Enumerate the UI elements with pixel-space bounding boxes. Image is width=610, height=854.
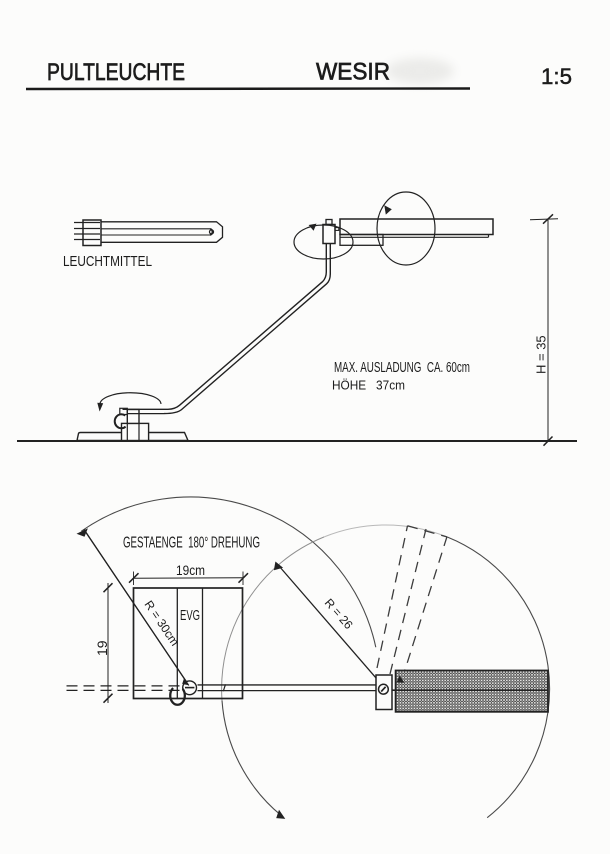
- svg-text:WESIR: WESIR: [316, 59, 390, 86]
- svg-text:HÖHE 37cm: HÖHE 37cm: [332, 379, 405, 393]
- svg-text:LEUCHTMITTEL: LEUCHTMITTEL: [63, 254, 152, 270]
- svg-text:PULTLEUCHTE: PULTLEUCHTE: [47, 59, 185, 86]
- svg-text:19: 19: [94, 640, 110, 656]
- svg-text:R = 26: R = 26: [322, 596, 356, 632]
- svg-text:1:5: 1:5: [541, 64, 572, 89]
- svg-text:EVG: EVG: [180, 608, 200, 624]
- svg-text:19cm: 19cm: [176, 562, 205, 578]
- svg-text:H = 35: H = 35: [534, 335, 549, 374]
- svg-text:MAX. AUSLADUNG CA. 60cm: MAX. AUSLADUNG CA. 60cm: [334, 360, 470, 376]
- svg-text:GESTAENGE 180° DREHUNG: GESTAENGE 180° DREHUNG: [123, 535, 260, 552]
